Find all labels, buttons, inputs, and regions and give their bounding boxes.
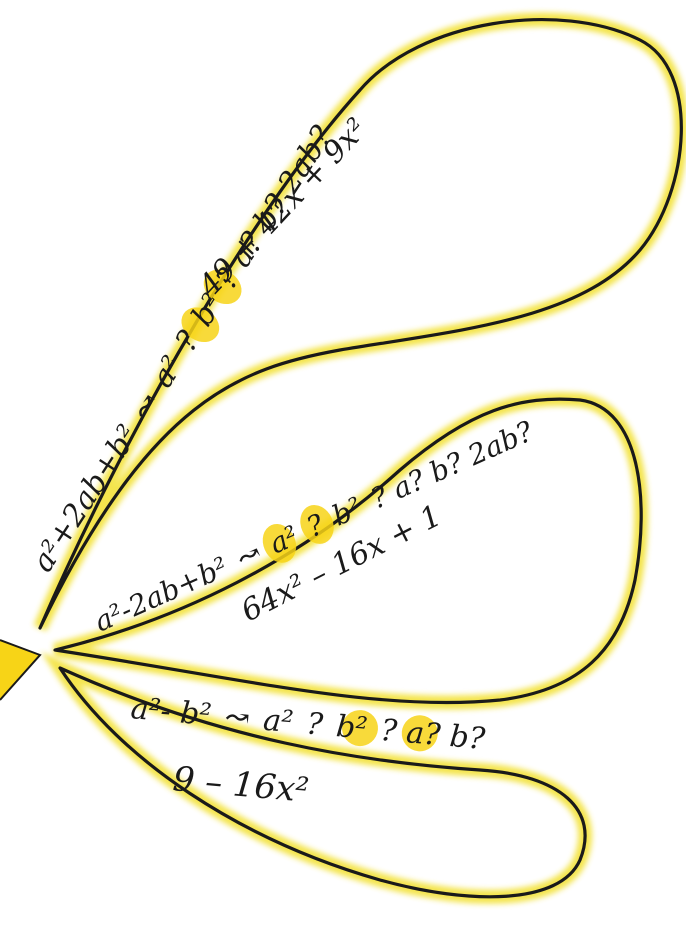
highlight-b2 [203, 269, 242, 305]
highlight-b2 [401, 715, 438, 752]
petal-bottom-rule: a²- b² ↝ a² ? b² ? a? b? [129, 691, 487, 757]
petal-bottom [41, 651, 592, 904]
petal-top-expression: 49 + 42x + 9x² [192, 112, 375, 305]
highlight-a2 [181, 307, 220, 343]
stem-wedge [0, 640, 40, 700]
highlight-a2 [341, 710, 378, 747]
highlight-a2 [262, 523, 297, 563]
highlight-b2 [300, 505, 334, 544]
petal-top [33, 12, 686, 632]
